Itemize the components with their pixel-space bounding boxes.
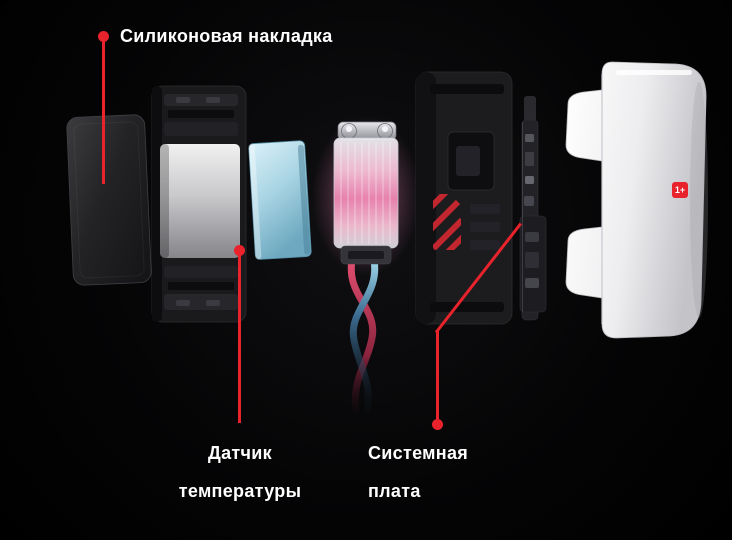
frame-housing-image (151, 85, 247, 323)
temperature-sensor-label-line2: температуры (178, 481, 302, 501)
system-board-image (519, 96, 547, 321)
back-cover-image (565, 61, 708, 339)
rear-housing-image (415, 71, 513, 325)
silicone-pad-label: Силиконовая накладка (120, 26, 333, 46)
system-board-annotation-line (436, 331, 439, 423)
temperature-sensor-plate-image (248, 140, 312, 260)
temperature-sensor-annotation-line (238, 253, 241, 423)
temperature-sensor-annotation-dot (234, 245, 245, 256)
silicone-pad-image (66, 114, 152, 286)
red-hazard-stripes (433, 194, 461, 250)
temperature-sensor-label-line1: Датчик (208, 443, 272, 463)
oneplus-logo: 1+ (672, 182, 688, 198)
system-board-label-line2: плата (368, 481, 421, 501)
red-cable (347, 256, 377, 420)
system-board-annotation-dot (432, 419, 443, 430)
system-board-label-line1: Системная (368, 443, 469, 463)
silicone-pad-annotation-dot (98, 31, 109, 42)
blue-cable (349, 256, 379, 422)
silicone-pad-annotation-line (102, 40, 105, 184)
cooling-element-image (312, 116, 420, 422)
